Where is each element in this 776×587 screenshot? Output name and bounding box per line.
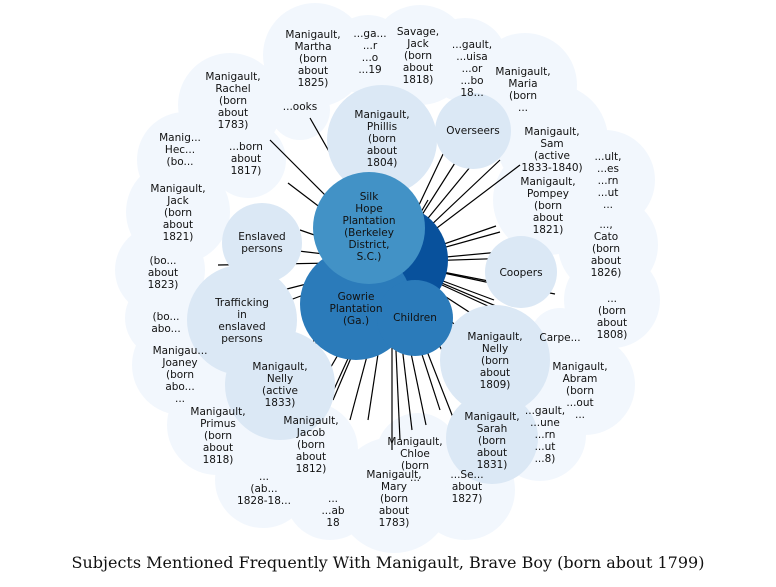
topic-bubble-nelly1809: [440, 305, 550, 415]
topic-label-coopers: Coopers: [499, 267, 542, 279]
topic-bubble-coopers: [485, 236, 557, 308]
hub-label-children: Children: [393, 312, 437, 324]
node-label-abram: Manigault,Abram(born...out...: [552, 361, 607, 421]
node-bubble-p1808: [564, 252, 660, 348]
node-label-chloe: Manigault,Chloe(born...: [387, 436, 442, 484]
node-label-june: ...gault,...une...rn...ut...8): [525, 405, 565, 465]
topic-bubble-overseers: [435, 93, 511, 169]
outer-bubbles: [115, 3, 660, 553]
node-bubble-chloe: [376, 413, 460, 497]
hub-bubble-silk: [313, 172, 425, 284]
node-label-cooks: ...ooks: [283, 101, 317, 113]
hub-bubble-children: [377, 280, 453, 356]
node-label-hector: Manig...Hec...(bo...: [159, 132, 201, 168]
topic-label-overseers: Overseers: [446, 125, 499, 137]
node-label-carpenters: Carpe...: [539, 332, 580, 344]
node-bubble-cooks: [270, 80, 330, 140]
node-label-p1828: ...(ab...1828-18...: [237, 471, 291, 507]
node-label-maria: Manigault,Maria(born...: [495, 66, 550, 114]
topic-bubble-sarah: [446, 392, 538, 484]
node-label-p18y: (bo...abo...: [151, 311, 180, 335]
hub-bubbles: [300, 172, 453, 360]
node-label-m1819: ...ga......r...o...19: [353, 28, 386, 76]
node-bubble-p1817: [210, 122, 286, 198]
node-label-moses: ...ult,...es...rn...ut...: [594, 151, 621, 211]
topic-bubble-phillis: [327, 85, 437, 195]
diagram-title: Subjects Mentioned Frequently With Manig…: [71, 553, 705, 572]
topic-bubble-nelly1833: [225, 330, 335, 440]
topic-bubble-enslaved: [222, 203, 302, 283]
topic-bubbles: [187, 85, 557, 484]
